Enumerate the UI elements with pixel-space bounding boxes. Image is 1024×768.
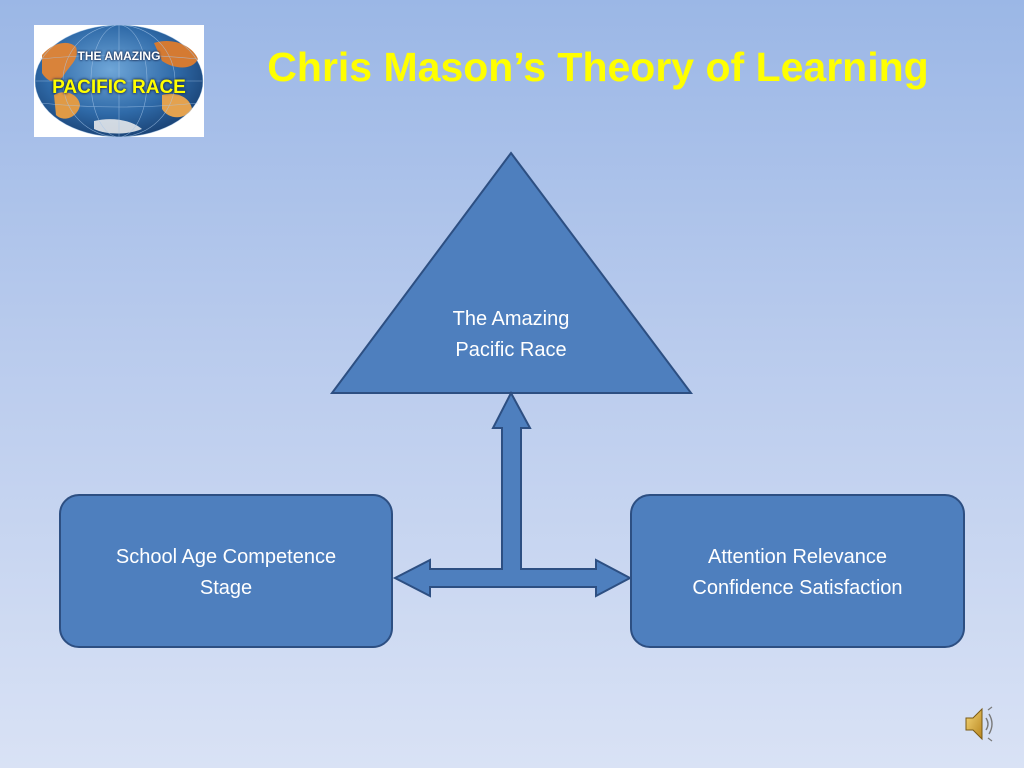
right-box-line-1: Attention Relevance	[707, 546, 887, 568]
right-box: Attention Relevance Confidence Satisfact…	[630, 494, 965, 648]
left-box-line-1: School Age Competence	[115, 546, 337, 568]
logo: THE AMAZING PACIFIC RACE	[34, 25, 204, 137]
logo-line-1: THE AMAZING	[77, 49, 161, 63]
left-box: School Age Competence Stage	[59, 494, 393, 648]
logo-line-2: PACIFIC RACE	[52, 77, 186, 98]
apex-label: The Amazing Pacific Race	[411, 304, 611, 366]
apex-label-line-1: The Amazing	[452, 308, 570, 330]
slide-title: Chris Mason’s Theory of Learning	[267, 44, 929, 90]
three-way-arrow	[392, 390, 633, 598]
globe-icon	[34, 25, 204, 137]
apex-label-line-2: Pacific Race	[455, 339, 567, 361]
speaker-icon[interactable]	[962, 704, 998, 744]
right-box-line-2: Confidence Satisfaction	[692, 577, 903, 599]
left-box-line-2: Stage	[199, 577, 253, 599]
